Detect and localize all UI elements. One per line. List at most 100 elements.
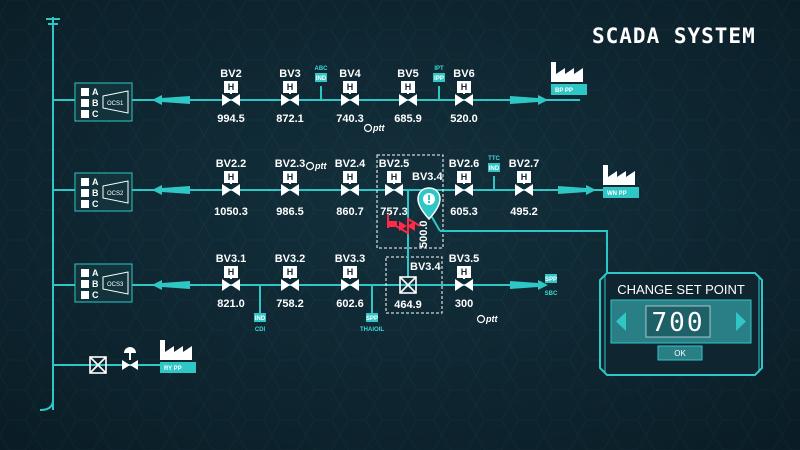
valve-bv2-4[interactable]: BV2.4 H 860.7 [335, 158, 366, 218]
valve-label: BV3 [279, 68, 300, 80]
factory-icon-wn-pp[interactable]: WN PP [603, 165, 639, 198]
valve-bv2-3[interactable]: BV2.3 H 986.5 [275, 158, 306, 218]
valve-bv3-2[interactable]: BV3.2 H 758.2 [275, 253, 306, 310]
control-valve-icon[interactable] [122, 347, 138, 370]
set-point-value[interactable]: 700 [652, 308, 705, 338]
svg-text:ptt: ptt [485, 314, 498, 324]
ocs-unit-3[interactable]: A B C OCS3 [74, 263, 133, 303]
valve-bv2-6[interactable]: BV2.6 H 605.3 [449, 158, 480, 218]
closed-valve-icon [399, 276, 417, 294]
valve-value: 986.5 [276, 206, 304, 218]
main-header-pipe [39, 17, 60, 411]
ocs-label: OCS3 [107, 282, 124, 288]
plant-label: RY PP [164, 366, 182, 372]
bypass-value: 500.0 [418, 220, 430, 248]
valve-label: BV5 [397, 68, 418, 80]
valve-bv2[interactable]: BV2 H 994.5 [217, 68, 245, 125]
tag-abc-ind: ABC IND [315, 66, 329, 100]
ptt-logo: ptt [363, 123, 385, 133]
valve-value: 605.3 [450, 206, 478, 218]
svg-text:SPP: SPP [366, 316, 378, 322]
bypass-label: BV3.4 [412, 171, 443, 183]
valve-label: BV3.1 [216, 253, 247, 265]
svg-text:IND: IND [255, 316, 266, 322]
bypass-branch[interactable]: 500.0 BV3.4 [387, 171, 443, 277]
plant-label: WN PP [607, 191, 627, 197]
ocs-label: OCS1 [107, 101, 124, 107]
ok-button[interactable] [657, 345, 703, 361]
valve-label: BV6 [453, 68, 474, 80]
valve-bv6[interactable]: BV6 H 520.0 [450, 68, 478, 125]
svg-text:SBC: SBC [545, 291, 558, 297]
flow-arrow-icon [152, 185, 190, 195]
valve-bv3[interactable]: BV3 H 872.1 [276, 68, 304, 125]
svg-text:ptt: ptt [314, 161, 327, 171]
svg-text:IPP: IPP [434, 76, 444, 82]
valve-bv3-5[interactable]: BV3.5 H 300 [449, 253, 480, 310]
valve-value: 602.6 [336, 298, 364, 310]
ocs-unit-1[interactable]: A B C OCS1 [74, 82, 133, 122]
svg-text:IPT: IPT [434, 66, 444, 72]
set-point-panel: CHANGE SET POINT 700 OK [599, 272, 763, 376]
valve-bv3-4-lower[interactable]: BV3.4 464.9 [394, 261, 441, 311]
valve-label: BV3.2 [275, 253, 306, 265]
valve-value: 495.2 [510, 206, 538, 218]
valve-bv3-1[interactable]: BV3.1 H 821.0 [216, 253, 247, 310]
factory-icon-ry-pp[interactable]: RY PP [160, 340, 196, 373]
svg-text:C: C [92, 109, 99, 119]
page-title: SCADA SYSTEM [592, 24, 756, 48]
tag-ind-cdi: IND CDI [254, 285, 266, 333]
tag-ttc-ind: TTC IND [488, 156, 500, 190]
valve-label: BV4 [339, 68, 361, 80]
valve-label: BV3.3 [335, 253, 366, 265]
valve-value: 300 [455, 298, 473, 310]
valve-label: BV3.5 [449, 253, 480, 265]
location-pin-icon[interactable] [417, 187, 441, 221]
valve-value: 520.0 [450, 113, 478, 125]
svg-text:ptt: ptt [372, 123, 385, 133]
svg-text:IND: IND [316, 76, 327, 82]
valve-bv5[interactable]: BV5 H 685.9 [394, 68, 422, 125]
svg-text:THAIOIL: THAIOIL [360, 327, 384, 333]
valve-label: BV2 [220, 68, 241, 80]
valve-value: 1050.3 [214, 206, 248, 218]
valve-value: 821.0 [217, 298, 245, 310]
ocs-label: OCS2 [107, 191, 124, 197]
decrease-arrow-icon[interactable] [616, 312, 626, 331]
valve-value: 685.9 [394, 113, 422, 125]
valve-bv3-3[interactable]: BV3.3 H 602.6 [335, 253, 366, 310]
svg-text:SPP: SPP [545, 277, 557, 283]
valve-bv2-2[interactable]: BV2.2 H 1050.3 [214, 158, 248, 218]
ptt-logo: ptt [476, 314, 498, 324]
valve-label: BV2.3 [275, 158, 306, 170]
valve-label: BV2.7 [509, 158, 540, 170]
plant-label: BP PP [555, 88, 573, 94]
selection-box-upper [376, 154, 444, 249]
svg-text:A: A [92, 177, 99, 187]
valve-value: 872.1 [276, 113, 304, 125]
flow-arrow-icon [152, 95, 190, 105]
svg-text:ABC: ABC [315, 66, 329, 72]
red-valve-icon [399, 221, 415, 231]
valve-label: BV2.2 [216, 158, 247, 170]
svg-text:C: C [92, 199, 99, 209]
valve-label: BV2.5 [379, 158, 410, 170]
valve-value: 758.2 [276, 298, 304, 310]
closed-valve-icon[interactable] [89, 356, 107, 374]
factory-icon-bp-pp[interactable]: BP PP [551, 62, 587, 95]
valve-label: BV2.4 [335, 158, 366, 170]
flow-arrow-icon [558, 185, 596, 195]
selection-box-lower [385, 256, 443, 314]
valve-value: 740.3 [336, 113, 364, 125]
set-point-title: CHANGE SET POINT [617, 282, 745, 297]
tag-spp-thaioil: SPP THAIOIL [360, 285, 384, 333]
svg-text:A: A [92, 268, 99, 278]
flow-arrow-icon [510, 95, 548, 105]
flow-arrow-icon [152, 280, 190, 290]
increase-arrow-icon[interactable] [736, 312, 746, 331]
valve-bv4[interactable]: BV4 H 740.3 [336, 68, 364, 125]
valve-bv2-7[interactable]: BV2.7 H 495.2 [509, 158, 540, 218]
tag-spp-sbc: SPP SBC [545, 274, 558, 297]
ocs-unit-2[interactable]: A B C OCS2 [74, 172, 133, 212]
